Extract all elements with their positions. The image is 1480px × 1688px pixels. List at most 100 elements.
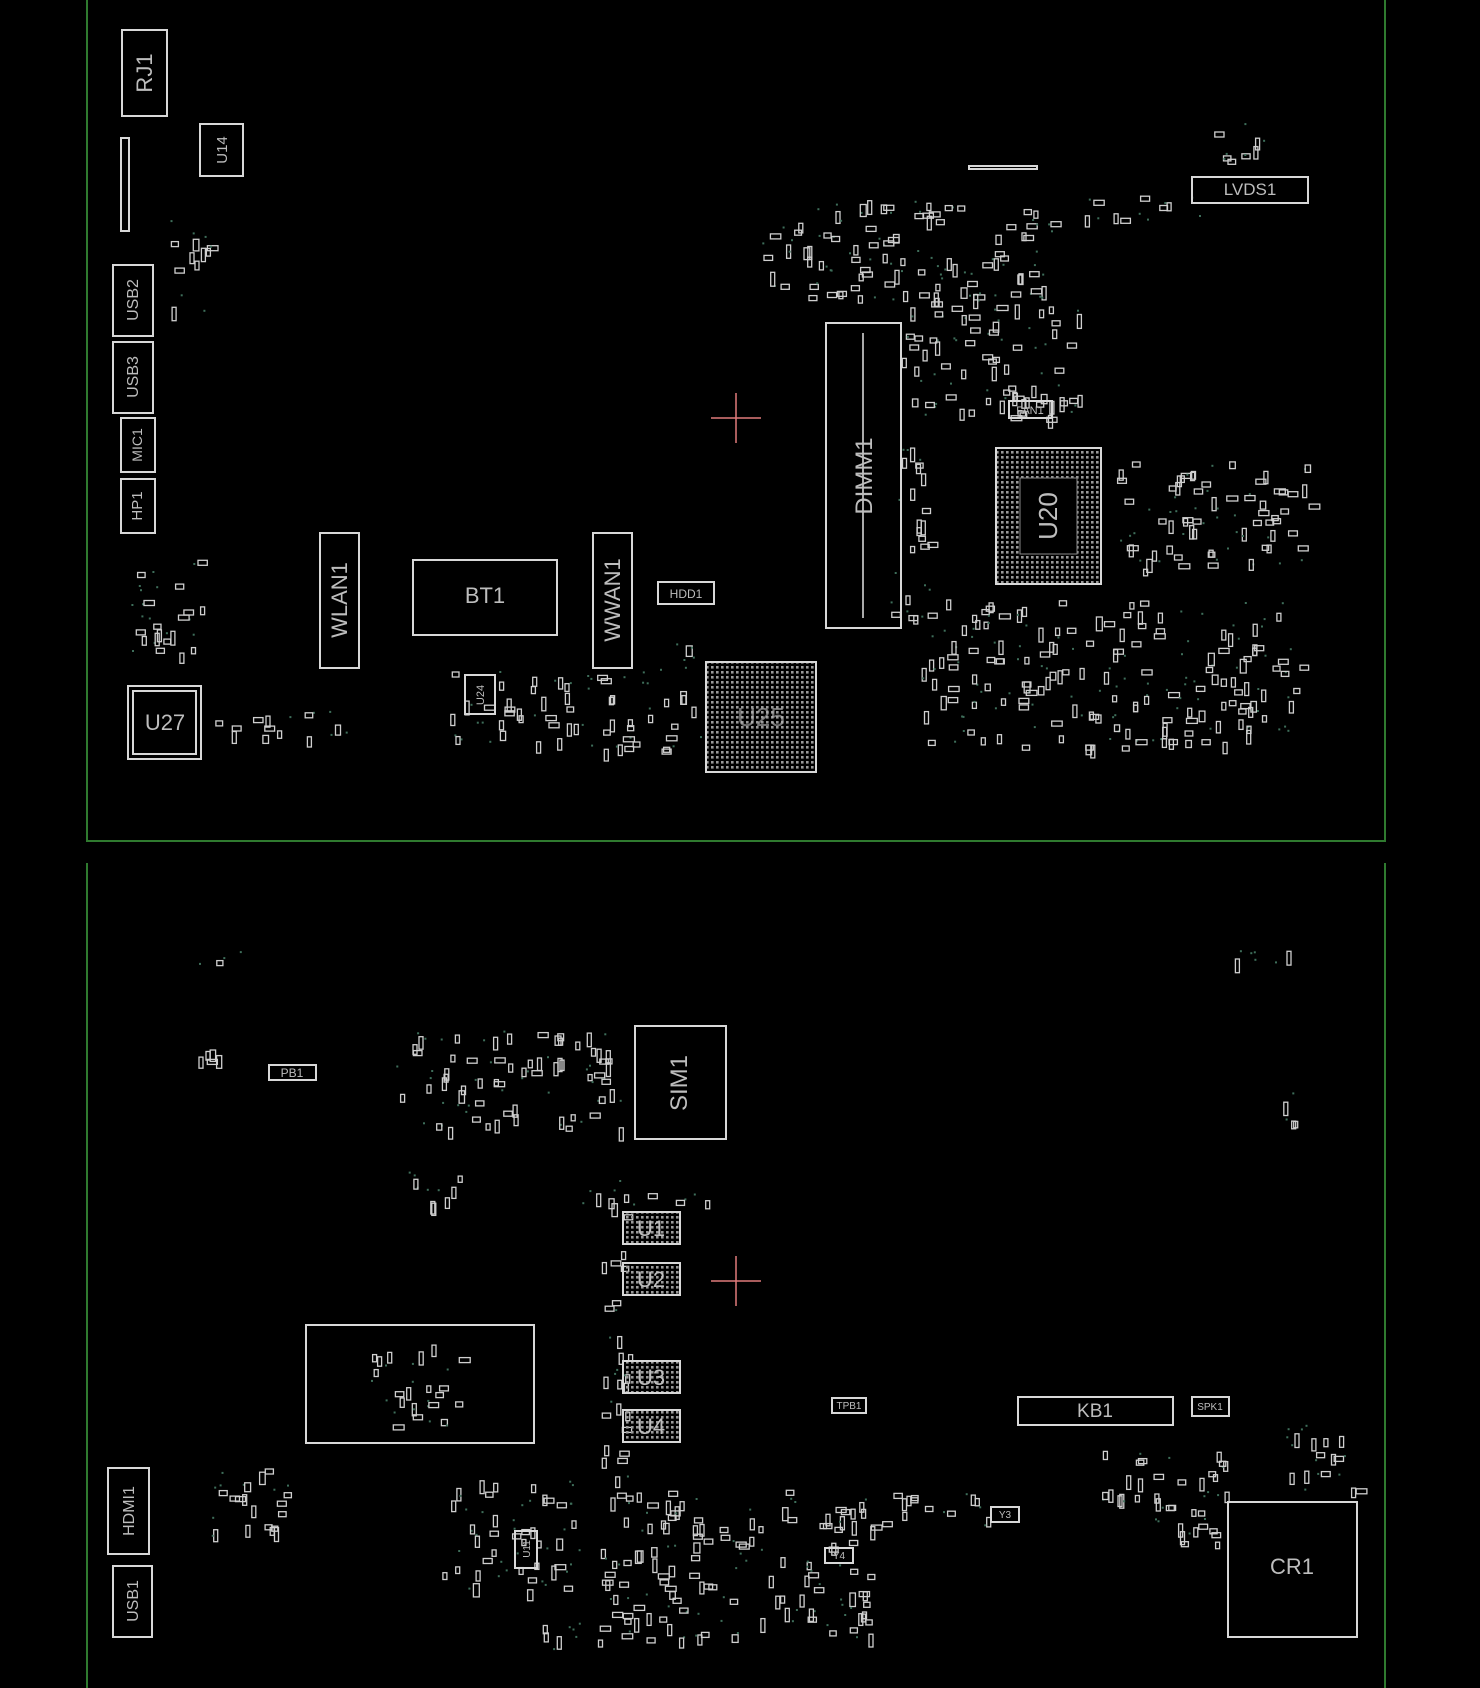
- via: [732, 1540, 735, 1543]
- pad: [961, 625, 968, 637]
- pad: [1168, 738, 1175, 750]
- pad: [575, 1041, 581, 1051]
- label-rj1: RJ1: [132, 53, 157, 92]
- pad: [597, 674, 609, 682]
- pad: [925, 401, 935, 409]
- label-u24: U24: [475, 685, 487, 705]
- pad: [1221, 629, 1227, 641]
- slot-wwan1[interactable]: WWAN1: [592, 532, 633, 669]
- pad: [1212, 1474, 1219, 1483]
- connector-lvds1[interactable]: LVDS1: [1191, 176, 1309, 204]
- pad: [971, 614, 978, 623]
- connector-usb3[interactable]: USB3: [112, 341, 154, 414]
- pad: [946, 258, 952, 272]
- component-cr1[interactable]: CR1: [1227, 1501, 1358, 1638]
- pad: [647, 714, 654, 724]
- pad: [1103, 671, 1110, 685]
- via: [633, 1203, 636, 1206]
- pad: [615, 1476, 621, 1489]
- via: [626, 1475, 629, 1478]
- pad: [770, 271, 776, 287]
- pad: [882, 1521, 893, 1528]
- pad: [601, 1579, 614, 1586]
- pad: [276, 730, 283, 739]
- pad: [1024, 656, 1030, 665]
- pad: [617, 1457, 628, 1465]
- shield-area[interactable]: [305, 1324, 535, 1444]
- bottom-board-outline: [86, 863, 1386, 1688]
- connector-spk1[interactable]: SPK1: [1191, 1396, 1230, 1417]
- pad: [1248, 558, 1254, 571]
- via: [941, 277, 944, 280]
- ffc-connector[interactable]: [120, 137, 130, 232]
- pad: [920, 520, 926, 536]
- pad: [749, 1536, 755, 1547]
- pad: [1304, 1470, 1310, 1484]
- pad: [334, 724, 342, 736]
- via: [475, 1533, 478, 1536]
- pad: [905, 595, 911, 606]
- label-u1: U1: [637, 1216, 665, 1241]
- label-hdd1: HDD1: [670, 587, 703, 601]
- pad: [1246, 729, 1252, 745]
- chip-u14[interactable]: U14: [199, 123, 244, 177]
- connector-mic1[interactable]: MIC1: [120, 417, 156, 473]
- pad: [926, 215, 932, 231]
- pad: [600, 1548, 607, 1560]
- crystal-y3[interactable]: Y3: [990, 1506, 1020, 1523]
- pad: [910, 307, 916, 322]
- via: [684, 1198, 687, 1201]
- pad: [1085, 640, 1095, 647]
- pad: [921, 507, 932, 515]
- pad: [231, 725, 242, 732]
- connector-fan1[interactable]: FAN1: [1008, 400, 1053, 419]
- slot-dimm1[interactable]: DIMM1: [825, 322, 902, 629]
- pad: [850, 1568, 859, 1575]
- connector-hdmi1[interactable]: HDMI1: [107, 1467, 150, 1555]
- pad: [1185, 739, 1193, 749]
- chip-u11[interactable]: U11: [514, 1530, 538, 1569]
- bga-chip-u20[interactable]: U20: [995, 447, 1102, 585]
- connector-kb1[interactable]: KB1: [1017, 1396, 1174, 1426]
- connector-tpb1[interactable]: TPB1: [831, 1397, 867, 1414]
- bga-chip-u25[interactable]: U25: [705, 661, 817, 773]
- memory-chip-u2[interactable]: U2: [622, 1262, 681, 1296]
- pad: [174, 583, 185, 590]
- crystal-y4[interactable]: Y4: [824, 1547, 854, 1564]
- via: [1039, 295, 1042, 298]
- connector-rj1[interactable]: RJ1: [121, 29, 168, 117]
- memory-chip-u3[interactable]: U3: [622, 1360, 681, 1394]
- slot-wlan1[interactable]: WLAN1: [319, 532, 360, 669]
- connector-hdd1[interactable]: HDD1: [657, 581, 715, 605]
- pad: [1093, 199, 1105, 206]
- pad: [1184, 730, 1194, 737]
- connector-usb1[interactable]: USB1: [112, 1565, 153, 1638]
- pad: [1239, 658, 1247, 674]
- pad: [665, 735, 678, 742]
- pad: [1238, 708, 1247, 715]
- pad: [457, 1175, 463, 1183]
- pad: [1137, 1478, 1144, 1493]
- via: [563, 1528, 566, 1531]
- memory-chip-u4[interactable]: U4: [622, 1409, 681, 1443]
- connector-usb2[interactable]: USB2: [112, 264, 154, 337]
- pad: [661, 748, 672, 755]
- pad: [1049, 671, 1057, 681]
- pad: [1207, 562, 1219, 569]
- pad: [927, 612, 938, 619]
- pad: [647, 1502, 660, 1509]
- pad: [632, 741, 641, 748]
- memory-chip-u1[interactable]: U1: [622, 1211, 681, 1245]
- component-pb1[interactable]: PB1: [268, 1064, 317, 1081]
- chip-u27[interactable]: U27: [127, 685, 202, 760]
- slot-sim1[interactable]: SIM1: [634, 1025, 727, 1140]
- via: [219, 1484, 222, 1487]
- via: [936, 339, 939, 342]
- connector-hp1[interactable]: HP1: [120, 478, 156, 534]
- chip-u24[interactable]: U24: [464, 674, 496, 715]
- pad: [1062, 669, 1070, 676]
- pad: [1207, 652, 1215, 667]
- label-u4: U4: [637, 1414, 665, 1439]
- battery-bt1[interactable]: BT1: [412, 559, 558, 636]
